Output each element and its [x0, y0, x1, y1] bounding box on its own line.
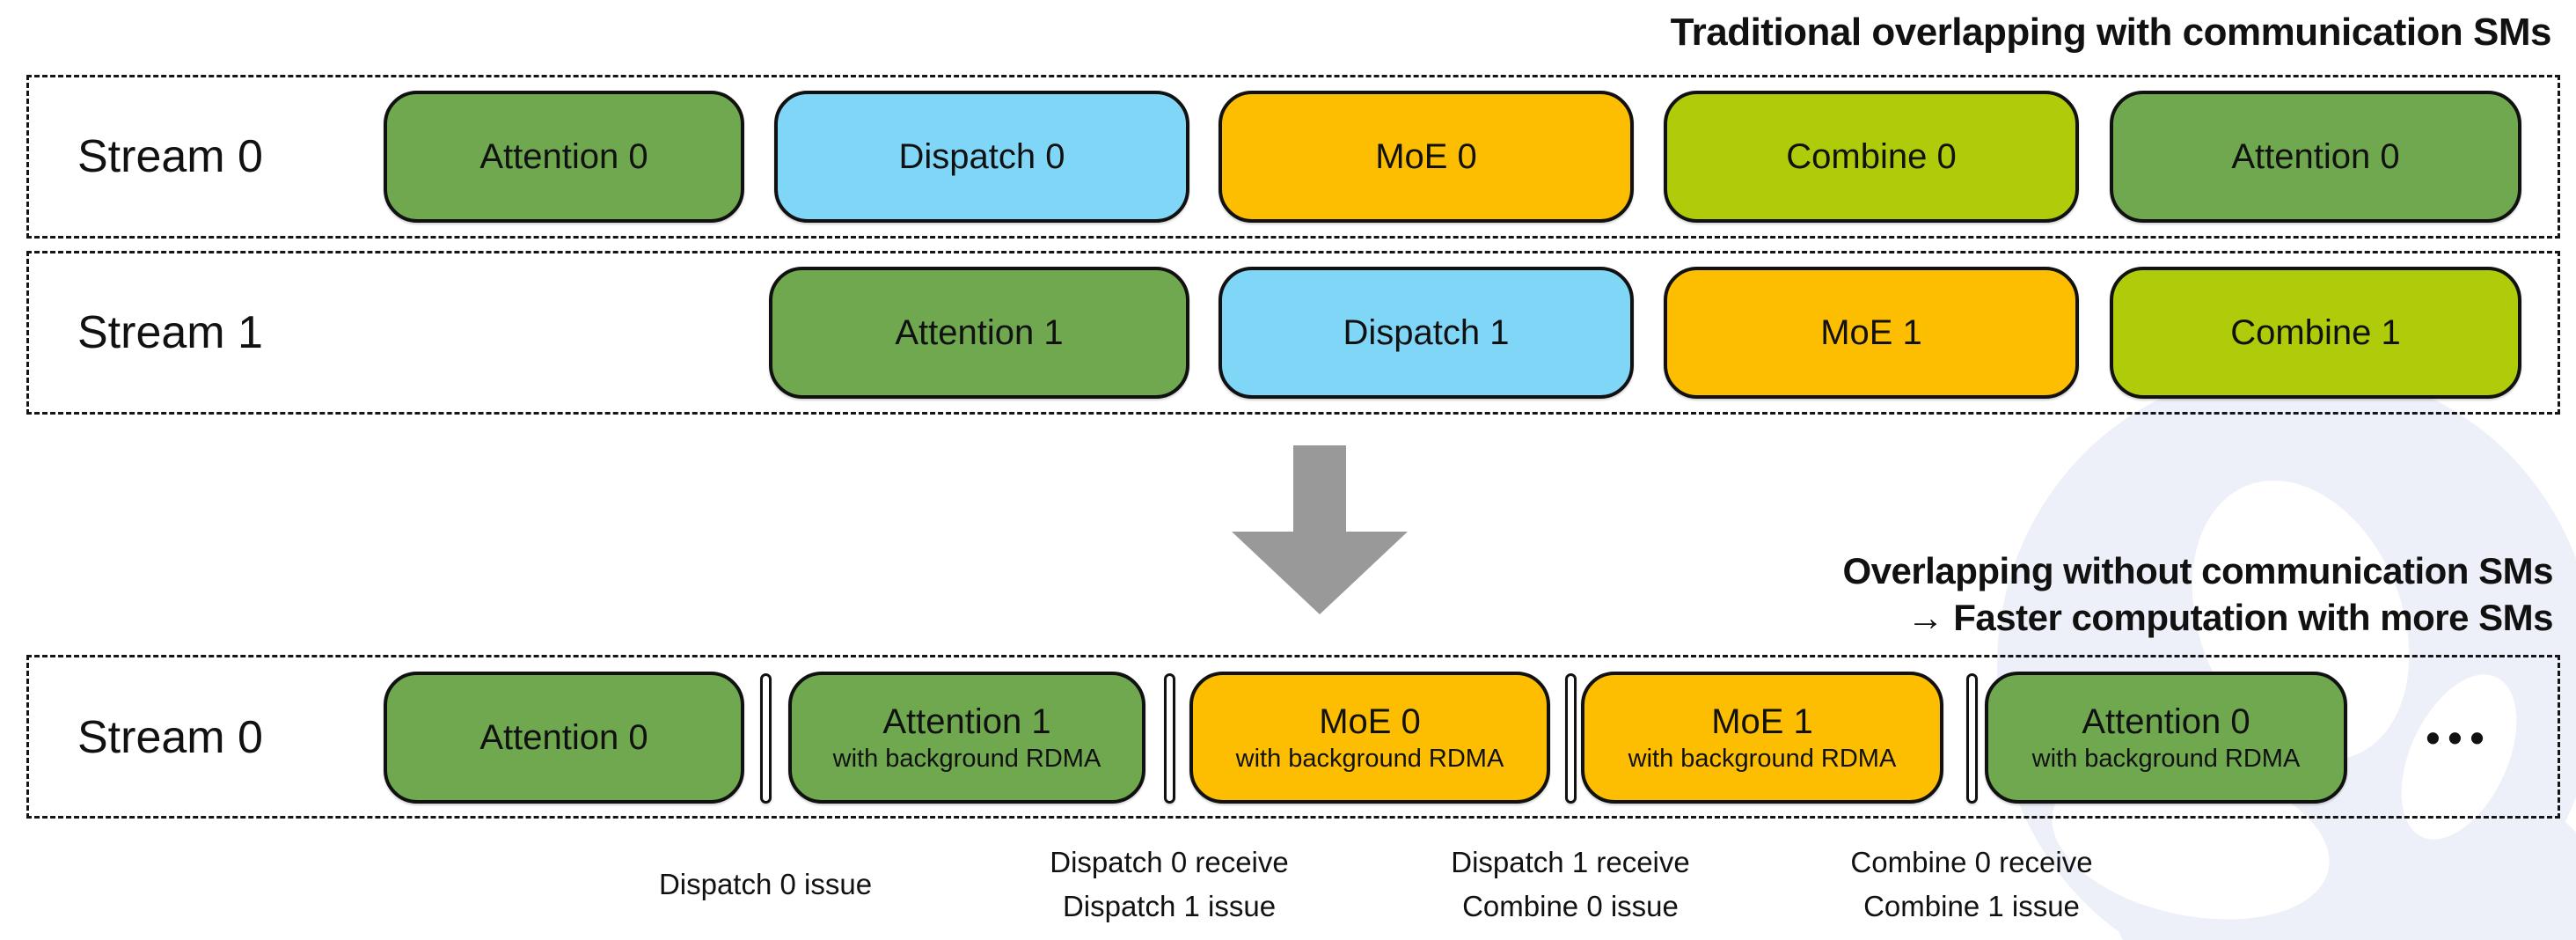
block-dispatch0-s0: Dispatch 0 — [774, 91, 1189, 223]
block-label: Attention 0 — [2082, 701, 2250, 741]
block-combine1-s1: Combine 1 — [2110, 267, 2521, 399]
block-label: Attention 0 — [479, 136, 648, 176]
bottom-title-line2: → Faster computation with more SMs — [1906, 597, 2554, 638]
block-attention1-s1: Attention 1 — [769, 267, 1189, 399]
annotation-dispatch0-issue: Dispatch 0 issue — [659, 838, 872, 931]
block-label: MoE 1 — [1711, 701, 1813, 741]
block-label: MoE 0 — [1319, 701, 1421, 741]
bottom-stream0-label: Stream 0 — [77, 712, 263, 763]
block-sublabel: with background RDMA — [832, 744, 1101, 773]
annotation-line: Dispatch 1 receive — [1451, 846, 1690, 878]
continuation-ellipsis: ••• — [2426, 715, 2492, 760]
top-diagram-title: Traditional overlapping with communicati… — [1670, 11, 2552, 54]
separator-2 — [1164, 673, 1175, 804]
block-label: Combine 0 — [1786, 136, 1957, 176]
annotation-combine0-receive: Combine 0 receive Combine 1 issue — [1850, 838, 2092, 931]
annotation-line: Dispatch 0 issue — [658, 868, 873, 900]
annotation-line: Dispatch 1 issue — [1062, 890, 1277, 922]
block-label: Attention 1 — [895, 312, 1064, 352]
top-stream1-box — [26, 251, 2560, 415]
block-attention0-bottom: Attention 0 — [384, 672, 744, 804]
bottom-diagram-title: Overlapping without communication SMs → … — [1842, 547, 2553, 641]
block-label: Attention 0 — [2231, 136, 2400, 176]
block-moe1-rdma: MoE 1 with background RDMA — [1581, 672, 1943, 804]
block-attention0-s0: Attention 0 — [384, 91, 744, 223]
annotation-line: Combine 0 receive — [1850, 846, 2093, 878]
block-sublabel: with background RDMA — [1235, 744, 1504, 773]
down-arrow-icon — [1232, 445, 1408, 614]
block-dispatch1-s1: Dispatch 1 — [1218, 267, 1634, 399]
block-label: Attention 1 — [882, 701, 1051, 741]
block-moe0-rdma: MoE 0 with background RDMA — [1189, 672, 1550, 804]
block-combine0-s0: Combine 0 — [1664, 91, 2079, 223]
top-stream0-label: Stream 0 — [77, 131, 263, 182]
annotation-line: Combine 1 issue — [1863, 890, 2080, 922]
block-moe1-s1: MoE 1 — [1664, 267, 2079, 399]
top-stream1-label: Stream 1 — [77, 307, 263, 358]
block-sublabel: with background RDMA — [1628, 744, 1897, 773]
bottom-title-line1: Overlapping without communication SMs — [1842, 550, 2553, 591]
separator-1 — [760, 673, 772, 804]
annotation-dispatch0-receive: Dispatch 0 receive Dispatch 1 issue — [1050, 838, 1288, 931]
block-attention0-rdma: Attention 0 with background RDMA — [1985, 672, 2347, 804]
block-sublabel: with background RDMA — [2031, 744, 2301, 773]
annotation-line: Combine 0 issue — [1462, 890, 1679, 922]
block-moe0-s0: MoE 0 — [1218, 91, 1634, 223]
block-label: Dispatch 1 — [1343, 312, 1510, 352]
top-stream0-box — [26, 75, 2560, 239]
separator-3 — [1565, 673, 1577, 804]
block-attention0b-s0: Attention 0 — [2110, 91, 2521, 223]
separator-4 — [1966, 673, 1978, 804]
block-label: MoE 0 — [1375, 136, 1477, 176]
annotation-dispatch1-receive: Dispatch 1 receive Combine 0 issue — [1451, 838, 1689, 931]
annotation-line: Dispatch 0 receive — [1050, 846, 1289, 878]
block-label: Attention 0 — [479, 717, 648, 757]
block-label: MoE 1 — [1820, 312, 1922, 352]
block-label: Combine 1 — [2230, 312, 2401, 352]
block-label: Dispatch 0 — [898, 136, 1065, 176]
block-attention1-rdma: Attention 1 with background RDMA — [788, 672, 1145, 804]
bottom-stream0-box — [26, 655, 2560, 819]
